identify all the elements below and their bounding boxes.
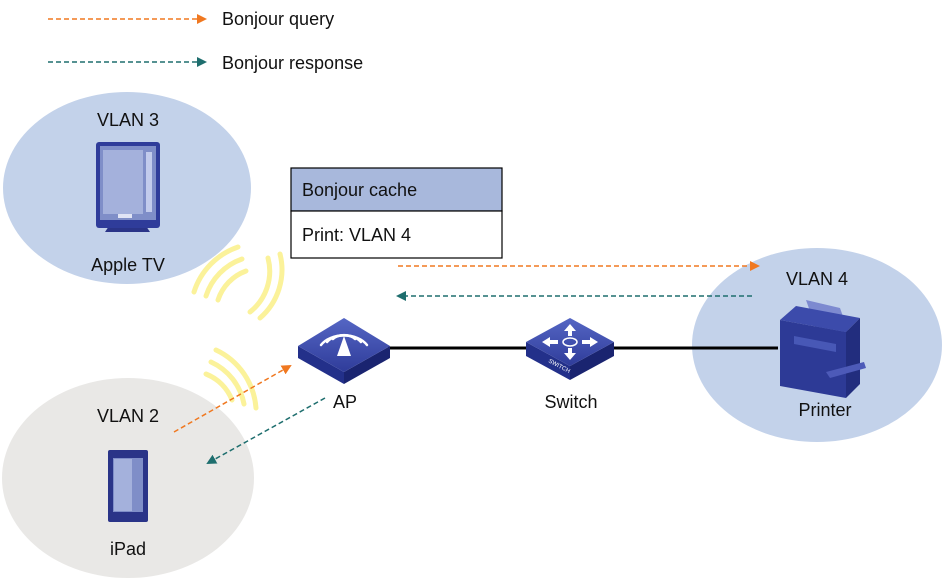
cache-header: Bonjour cache [302,180,417,200]
switch-label: Switch [544,392,597,412]
vlan4-label: VLAN 4 [786,269,848,289]
legend-query-label: Bonjour query [222,9,334,29]
ap-label: AP [333,392,357,412]
response-arrow-ap-to-ipad [206,397,326,464]
vlan2-label: VLAN 2 [97,406,159,426]
wifi-signal-icon [247,251,285,321]
cache-entry: Print: VLAN 4 [302,225,411,245]
wifi-signal-icon [191,244,259,411]
printer-icon [780,300,866,398]
switch-icon: SWITCH [526,318,614,380]
apple-tv-label: Apple TV [91,255,165,275]
printer-label: Printer [798,400,851,420]
wireless-ap-icon [298,318,390,384]
tablet-icon [108,450,148,522]
ipad-label: iPad [110,539,146,559]
vlan3-label: VLAN 3 [97,110,159,130]
monitor-icon [96,142,160,232]
legend-response-label: Bonjour response [222,53,363,73]
legend: Bonjour query Bonjour response [48,9,363,73]
query-arrow-ipad-to-ap [173,365,292,433]
bonjour-cache-table: Bonjour cache Print: VLAN 4 [290,167,503,259]
